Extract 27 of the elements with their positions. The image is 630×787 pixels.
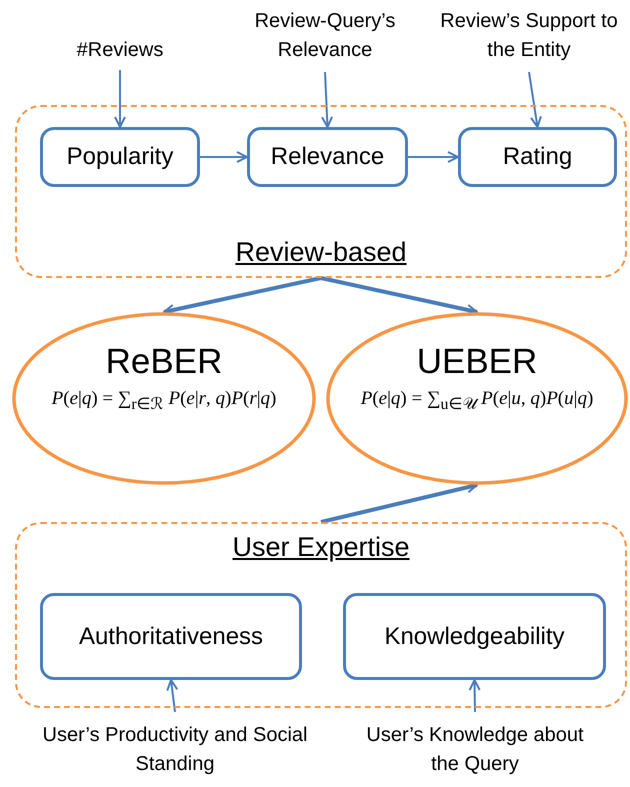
model-name: ReBER	[106, 342, 222, 382]
formula: P(e|q) = ∑$_{r∈ℛ}$ P(e|r, q)P(r|q)	[52, 388, 276, 414]
arrow	[408, 151, 459, 163]
model-ellipse	[12, 312, 316, 485]
input-label: User’s Knowledge about the Query	[350, 712, 600, 787]
arrow	[200, 151, 248, 163]
arrow	[166, 679, 178, 712]
dashed-group-box	[15, 522, 627, 708]
process-box: Authoritativeness	[40, 593, 302, 680]
process-box: Rating	[458, 127, 617, 187]
group-heading: User Expertise	[232, 532, 410, 562]
arrow	[528, 72, 542, 128]
process-box: Knowledgeability	[343, 593, 606, 680]
process-box: Relevance	[247, 127, 408, 187]
model-ellipse	[326, 312, 628, 485]
process-box: Popularity	[40, 127, 200, 187]
group-heading: Review-based	[235, 237, 407, 267]
input-label: Review’s Support to the Entity	[428, 0, 630, 72]
arrow	[114, 70, 126, 128]
input-label: Review-Query’s Relevance	[225, 0, 425, 72]
arrow	[321, 72, 334, 128]
input-label: #Reviews	[60, 30, 180, 70]
arrow	[468, 679, 481, 712]
dashed-group-box	[15, 105, 627, 278]
input-label: User’s Productivity and Social Standing	[30, 712, 320, 787]
formula: P(e|q) = ∑$_{u∈𝒰}$ P(e|u, q)P(u|q)	[360, 388, 594, 414]
model-name: UEBER	[416, 342, 538, 382]
